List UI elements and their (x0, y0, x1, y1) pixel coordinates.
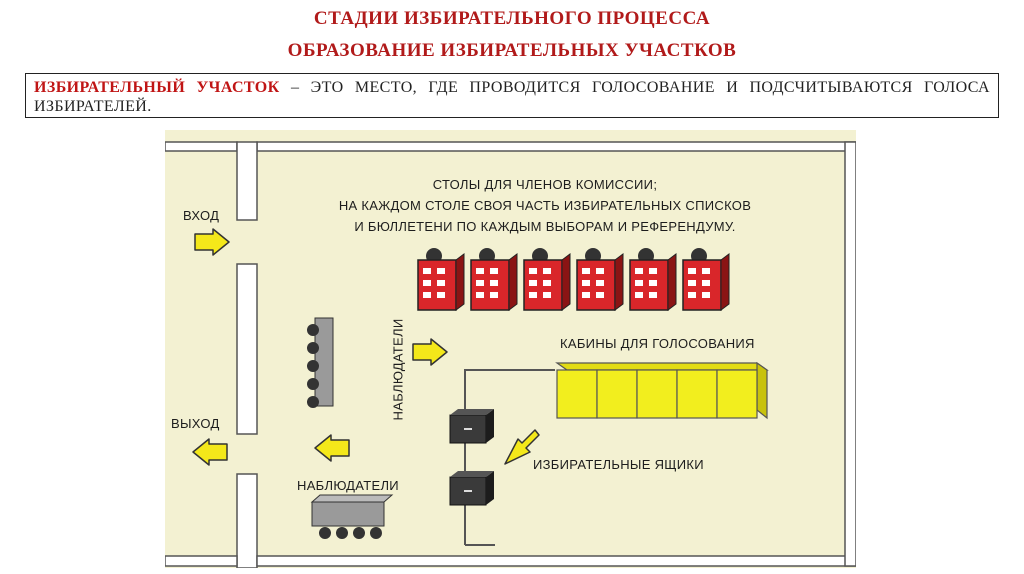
commission-table (470, 248, 518, 311)
walls (165, 141, 856, 568)
arrow-exit-icon (192, 438, 228, 466)
observers-bench-vertical (307, 317, 334, 408)
arrow-ballot-boxes-icon (504, 429, 540, 465)
voting-booth (636, 369, 678, 419)
voting-booth (716, 369, 758, 419)
commission-table (417, 248, 465, 311)
commission-table (682, 248, 730, 311)
voting-booth (596, 369, 638, 419)
tables-caption-line: НА КАЖДОМ СТОЛЕ СВОЯ ЧАСТЬ ИЗБИРАТЕЛЬНЫХ… (338, 198, 752, 213)
tables-caption: СТОЛЫ ДЛЯ ЧЛЕНОВ КОМИССИИ; НА КАЖДОМ СТО… (315, 174, 775, 237)
observers-bottom-label: НАБЛЮДАТЕЛИ (297, 478, 399, 493)
tables-caption-line: И БЮЛЛЕТЕНИ ПО КАЖДЫМ ВЫБОРАМ И РЕФЕРЕНД… (354, 219, 736, 234)
ballot-box (449, 409, 494, 444)
page-title: СТАДИИ ИЗБИРАТЕЛЬНОГО ПРОЦЕССА (313, 8, 711, 29)
ballot-boxes-label: ИЗБИРАТЕЛЬНЫЕ ЯЩИКИ (533, 457, 704, 472)
observers-bench-horizontal (310, 494, 394, 539)
commission-tables (417, 248, 730, 311)
arrow-inside-icon (412, 338, 448, 366)
floor-plan-drawing (165, 141, 856, 568)
voting-booths-label: КАБИНЫ ДЛЯ ГОЛОСОВАНИЯ (560, 336, 755, 351)
polling-station-plan: ВХОД ВЫХОД СТОЛЫ ДЛЯ ЧЛЕНОВ КОМИССИИ; НА… (165, 130, 856, 568)
arrow-entrance-icon (194, 228, 230, 256)
ballot-boxes (449, 409, 494, 506)
ballot-box (449, 471, 494, 506)
voting-booth (556, 369, 598, 419)
exit-label: ВЫХОД (171, 416, 220, 431)
voting-booth (676, 369, 718, 419)
arrows (192, 228, 540, 466)
commission-table (576, 248, 624, 311)
page-subtitle: ОБРАЗОВАНИЕ ИЗБИРАТЕЛЬНЫХ УЧАСТКОВ (287, 40, 737, 61)
tables-caption-line: СТОЛЫ ДЛЯ ЧЛЕНОВ КОМИССИИ; (432, 177, 658, 192)
definition-text: – ЭТО МЕСТО, ГДЕ ПРОВОДИТСЯ ГОЛОСОВАНИЕ … (34, 79, 990, 115)
definition-box: ИЗБИРАТЕЛЬНЫЙ УЧАСТОК – ЭТО МЕСТО, ГДЕ П… (25, 73, 999, 118)
commission-table (629, 248, 677, 311)
voting-booths (555, 361, 769, 420)
observers-vertical-label: НАБЛЮДАТЕЛИ (390, 318, 406, 421)
entrance-label: ВХОД (183, 208, 220, 223)
arrow-to-bench-icon (314, 434, 350, 462)
definition-term: ИЗБИРАТЕЛЬНЫЙ УЧАСТОК (34, 79, 280, 96)
commission-table (523, 248, 571, 311)
